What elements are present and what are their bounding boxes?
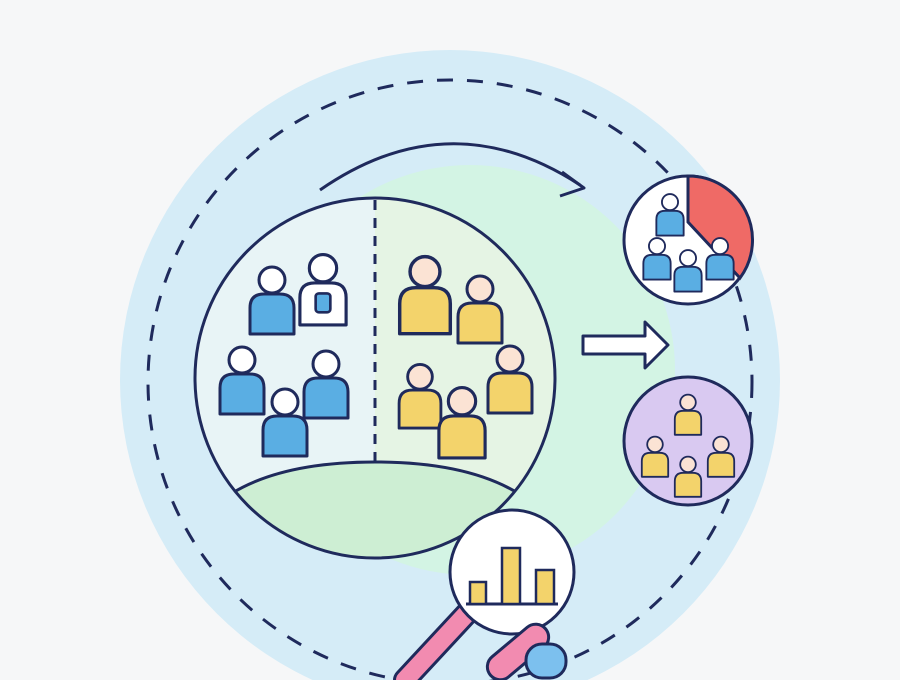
curved-arrowhead <box>559 170 586 198</box>
yellow-person-icon <box>456 274 504 345</box>
yellow-person-icon <box>397 363 443 430</box>
curved-arrow-icon <box>319 142 581 192</box>
pie-person-icon <box>655 193 685 237</box>
pie-person-icon <box>673 249 703 293</box>
pie-person-icon <box>642 237 672 281</box>
subgroup-person-icon <box>640 435 670 478</box>
yellow-person-icon <box>486 344 534 415</box>
blue-person-icon <box>302 349 350 420</box>
pie-person-icon <box>705 237 735 281</box>
yellow-person-icon <box>437 385 487 460</box>
subgroup-person-icon <box>673 393 703 436</box>
bar-chart-icon <box>466 546 558 606</box>
yellow-person-icon <box>397 254 453 336</box>
subgroup-person-icon <box>673 455 703 498</box>
cycle-dashed-ring <box>146 78 754 680</box>
doctor-icon <box>298 252 348 327</box>
arrow-right-icon <box>581 320 670 370</box>
blue-person-icon <box>248 265 296 336</box>
blue-person-icon <box>261 387 309 458</box>
blue-person-icon <box>218 345 266 416</box>
subgroup-person-icon <box>706 435 736 478</box>
pill-icon <box>485 622 568 680</box>
